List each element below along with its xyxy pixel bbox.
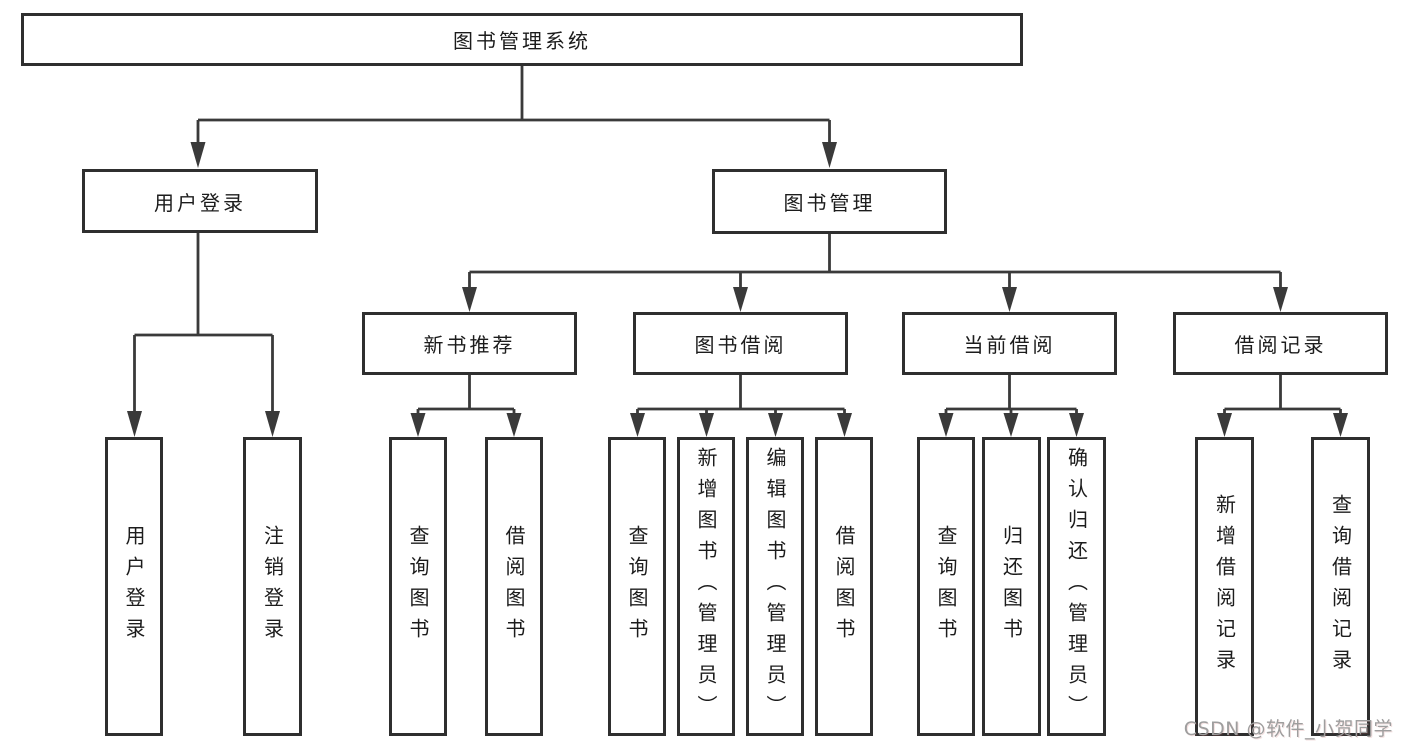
connector-user-login-children [127,233,280,437]
leaf-query-books-borrow: 查询图书 [608,437,666,736]
leaf-query-books-current: 查询图书 [917,437,975,736]
node-book-management: 图书管理 [712,169,947,234]
connector-borrow-records-children [1217,375,1348,437]
leaf-edit-books-admin: 编辑图书（管理员） [746,437,804,736]
leaf-confirm-return-admin: 确认归还（管理员） [1047,437,1106,736]
csdn-watermark: CSDN @软件_小贺同学 [1183,718,1393,740]
connector-new-book-recommend-children [410,375,522,437]
node-borrow-records: 借阅记录 [1173,312,1388,375]
leaf-borrow-books-recommend: 借阅图书 [485,437,543,736]
connector-book-borrow-children [630,375,852,437]
node-book-borrow: 图书借阅 [633,312,848,375]
leaf-query-borrow-record: 查询借阅记录 [1311,437,1370,736]
connector-book-management-children [462,234,1288,312]
node-library-management-system: 图书管理系统 [21,13,1023,66]
connector-root-to-level2 [190,66,837,168]
leaf-logout: 注销登录 [243,437,302,736]
connector-current-borrow-children [938,375,1084,437]
leaf-add-borrow-record: 新增借阅记录 [1195,437,1254,736]
leaf-add-books-admin: 新增图书（管理员） [677,437,735,736]
node-new-book-recommend: 新书推荐 [362,312,577,375]
leaf-return-books: 归还图书 [982,437,1041,736]
node-current-borrow: 当前借阅 [902,312,1117,375]
node-user-login: 用户登录 [82,169,318,233]
leaf-user-login: 用户登录 [105,437,163,736]
leaf-query-books-recommend: 查询图书 [389,437,447,736]
leaf-borrow-books: 借阅图书 [815,437,873,736]
